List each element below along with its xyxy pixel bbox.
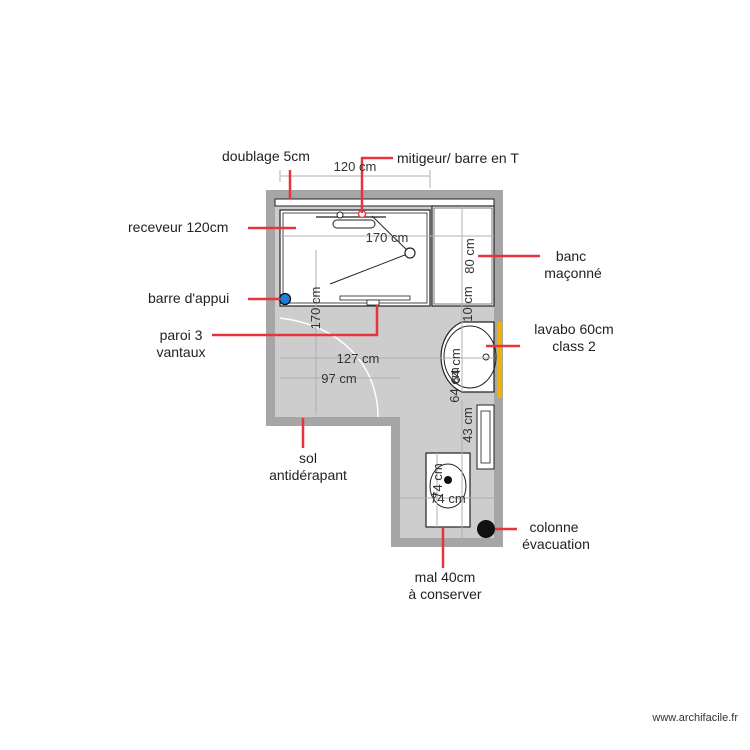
drain-column-icon [477,520,495,538]
label-doublage: doublage 5cm [222,148,310,164]
dim-right-top: 10 cm [460,286,475,321]
dim-door-width: 97 cm [321,371,356,386]
label-lavabo-line1: lavabo 60cm [534,321,613,337]
credit-link[interactable]: www.archifacile.fr [651,712,738,724]
dim-shower-height: 170 cm [308,287,323,330]
label-paroi-line2: vantaux [156,344,205,360]
dim-toilet-width: 74 cm [430,491,465,506]
dim-toilet-height: 74 cm [430,463,445,498]
label-lavabo-line2: class 2 [552,338,596,354]
label-barre: barre d'appui [148,290,229,306]
dim-right-bottom: 43 cm [460,407,475,442]
door-swing [279,317,379,418]
wall-unit [476,404,495,470]
label-mal-line2: à conserver [408,586,481,602]
toilet-icon [425,452,471,528]
dim-lavabo-height: 64 cm [448,348,463,383]
label-colonne-line2: évacuation [522,536,590,552]
dim-top-width: 120 cm [334,159,377,174]
label-receveur: receveur 120cm [128,219,228,235]
grab-bar-icon [278,292,292,306]
dim-shower-length: 170 cm [366,230,409,245]
doublage-strip [274,198,495,207]
label-colonne-line1: colonne [529,519,578,535]
callout-lines [212,156,540,568]
dim-room-width: 127 cm [337,351,380,366]
dimension-lines [279,170,494,538]
label-paroi-line1: paroi 3 [160,327,203,343]
label-banc-line2: maçonné [544,265,602,281]
label-mitigeur: mitigeur/ barre en T [397,150,519,166]
label-mal-line1: mal 40cm [415,569,476,585]
dim-lavabo-width: 64 cm [447,367,462,402]
label-sol-line2: antidérapant [269,467,347,483]
label-banc-line1: banc [556,248,586,264]
lavabo-class-strip [497,322,502,398]
dim-bench: 80 cm [462,238,477,273]
label-sol-line1: sol [299,450,317,466]
